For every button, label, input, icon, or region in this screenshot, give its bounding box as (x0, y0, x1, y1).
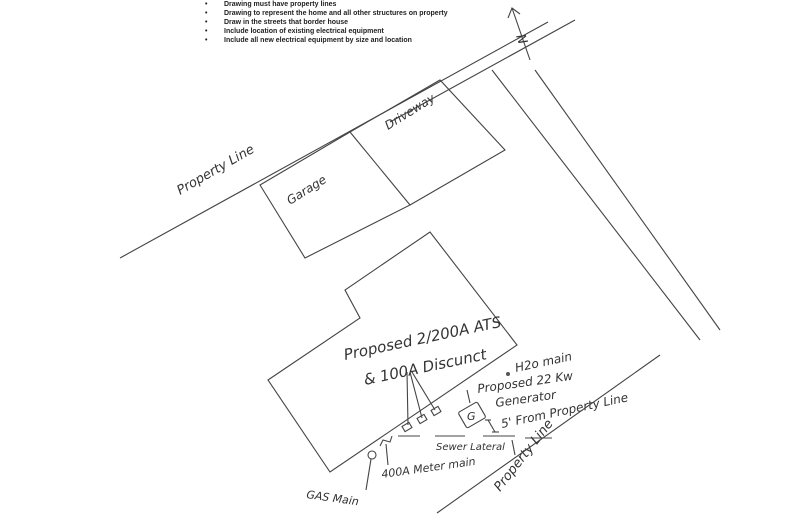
driveway (349, 79, 506, 206)
street-line-right (534, 69, 721, 331)
sewer-lateral (398, 435, 552, 456)
meter-label: 400A Meter main (381, 455, 477, 481)
garage (259, 131, 411, 259)
meter-main-icon (379, 435, 393, 466)
instructions-list: Drawing must have property lines Drawing… (205, 0, 448, 45)
instruction-item: Include all new electrical equipment by … (205, 36, 448, 45)
ats-equipment (401, 371, 442, 433)
instruction-item: Drawing to represent the home and all ot… (205, 9, 448, 18)
instruction-item: Draw in the streets that border house (205, 18, 448, 27)
north-arrow-icon: N (507, 7, 531, 61)
generator-symbol: G (467, 410, 476, 423)
instruction-item: Include location of existing electrical … (205, 27, 448, 36)
property-line-bottom (436, 354, 661, 514)
house (267, 231, 518, 473)
sewer-label: Sewer Lateral (436, 442, 505, 453)
garage-label: Garage (284, 172, 329, 207)
gas-label: GAS Main (306, 488, 360, 508)
property-line-left (119, 21, 549, 259)
gas-main-icon (367, 450, 377, 460)
north-label: N (512, 32, 530, 47)
street-line (389, 19, 576, 123)
water-main-icon (506, 372, 510, 376)
property-line-label: Property Line (175, 142, 258, 198)
street-line-right (491, 69, 701, 341)
generator: G (458, 389, 499, 433)
instruction-item: Drawing must have property lines (205, 0, 448, 9)
gas-leader (365, 458, 372, 491)
